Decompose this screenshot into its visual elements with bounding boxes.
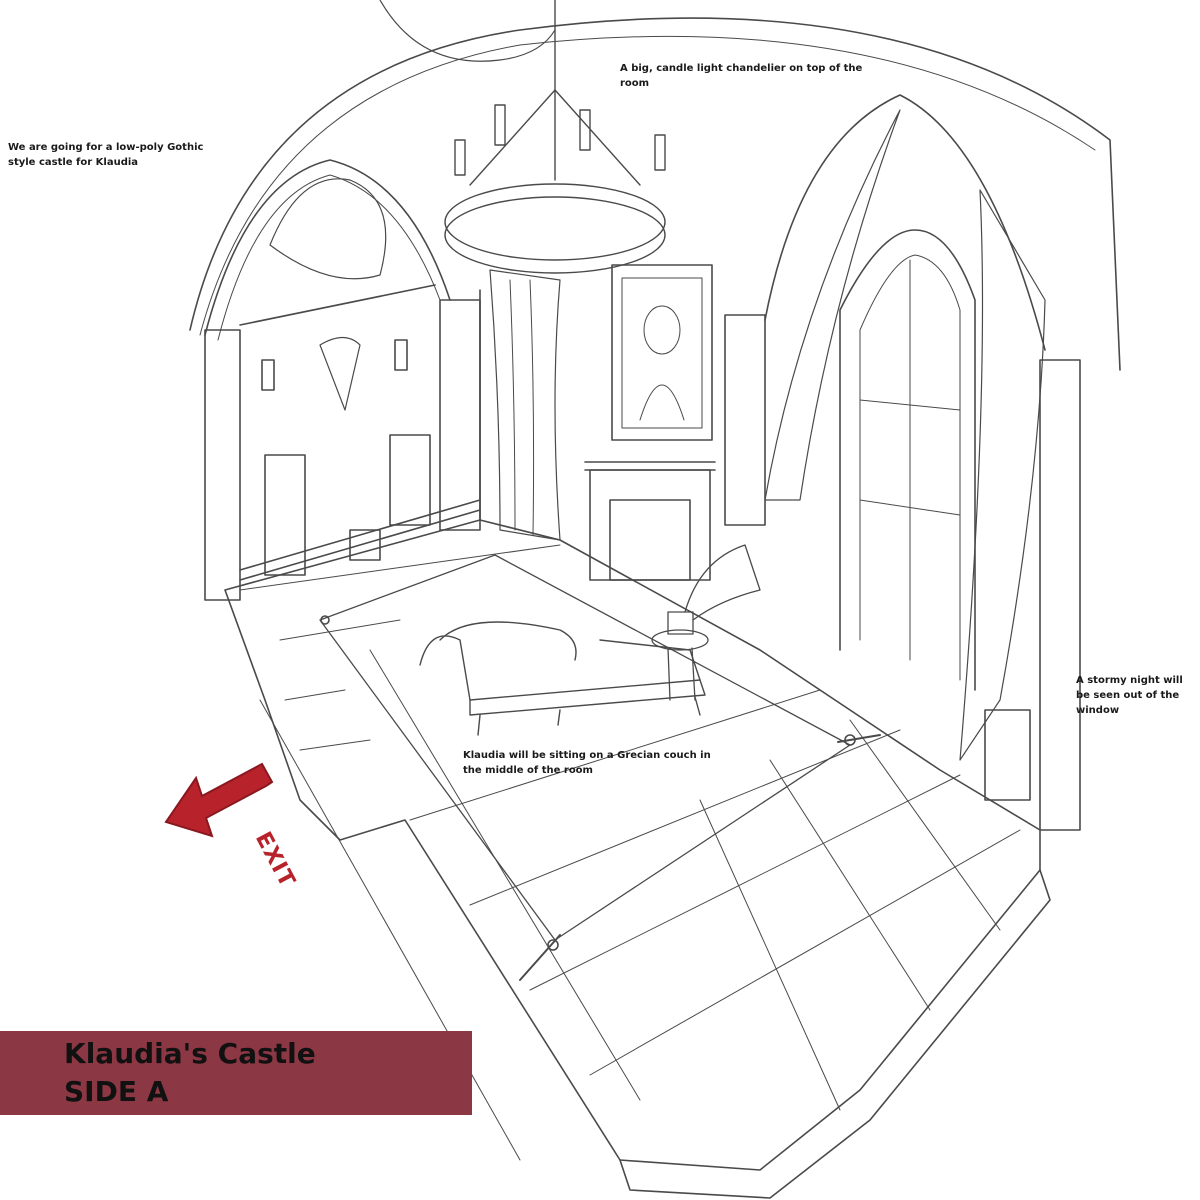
title-line-2: SIDE A xyxy=(64,1075,169,1108)
back-curtain xyxy=(489,269,561,541)
left-wall-arch xyxy=(204,159,451,336)
window-arch xyxy=(839,229,976,691)
vault-arch xyxy=(189,17,1121,371)
right-pillar xyxy=(1039,359,1081,831)
chandelier xyxy=(444,0,666,274)
gramophone xyxy=(651,544,761,701)
shark-jaw-trophy xyxy=(269,178,387,280)
note-stormy-window: A stormy night will be seen out of the w… xyxy=(1076,675,1183,716)
floor xyxy=(224,519,1041,1171)
title-banner: Klaudia's Castle SIDE A xyxy=(0,1031,472,1115)
grecian-couch xyxy=(419,621,706,736)
fireplace xyxy=(589,469,711,581)
note-grecian-couch: Klaudia will be sitting on a Grecian cou… xyxy=(463,750,711,776)
portrait-frame xyxy=(611,264,713,441)
note-gothic-style: We are going for a low-poly Gothic style… xyxy=(8,142,204,168)
title-line-1: Klaudia's Castle xyxy=(64,1037,316,1070)
right-curtain xyxy=(764,109,901,501)
arrow-left-icon xyxy=(164,762,274,838)
note-chandelier: A big, candle light chandelier on top of… xyxy=(620,63,863,89)
left-pillar xyxy=(204,329,241,601)
